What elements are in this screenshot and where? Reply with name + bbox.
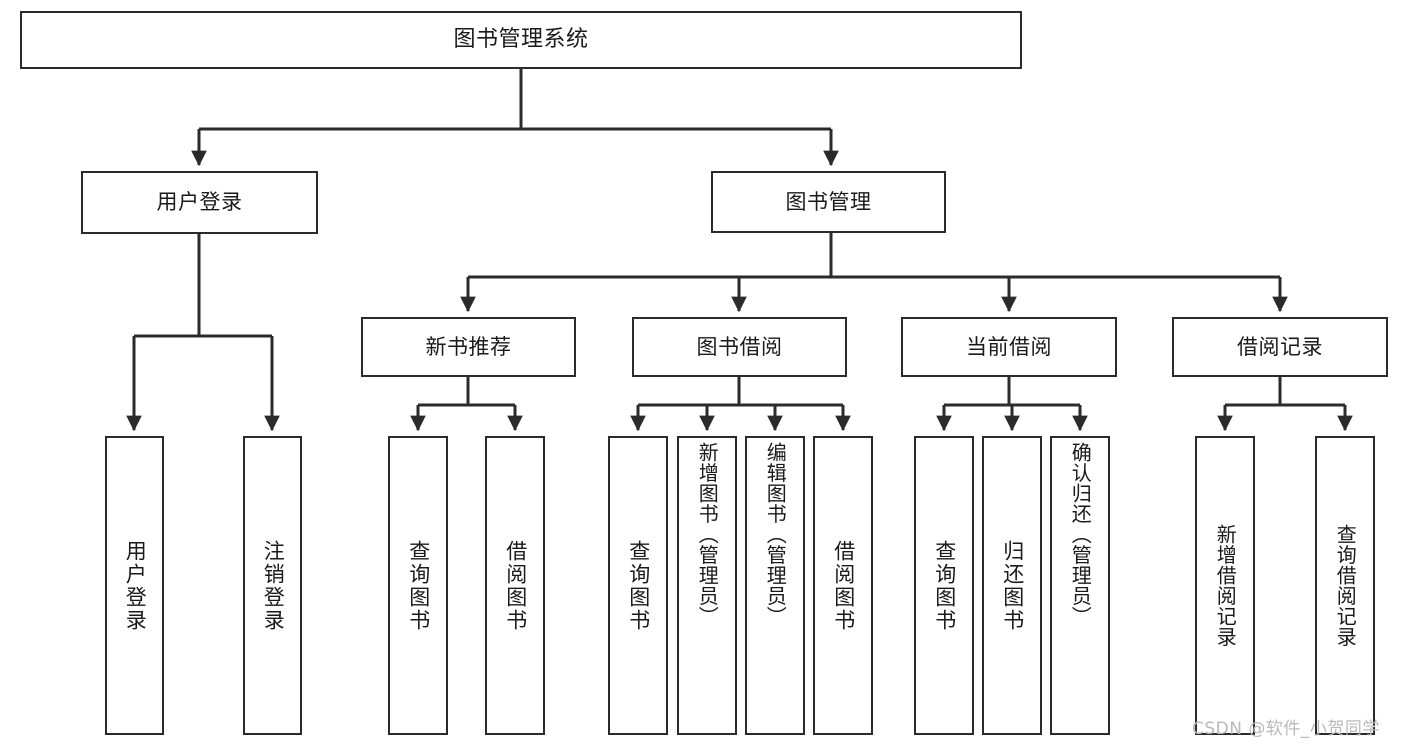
node-label: 图书借阅 [696,334,783,359]
leaf-query-borrow-record[interactable]: 查询借阅记录 [1315,436,1375,735]
leaf-add-book-admin[interactable]: 新增图书（管理员） [677,436,737,735]
leaf-borrow-book-recommendation[interactable]: 借阅图书 [485,436,545,735]
node-label: 当前借阅 [966,334,1052,359]
node-root-system[interactable]: 图书管理系统 [20,11,1022,69]
leaf-borrow-book-borrowing[interactable]: 借阅图书 [813,436,873,735]
node-label: 新增图书（管理员） [695,442,720,627]
node-current-borrowing[interactable]: 当前借阅 [901,317,1117,377]
leaf-logout[interactable]: 注销登录 [243,436,302,735]
node-label: 注销登录 [261,539,286,632]
leaf-query-book-recommendation[interactable]: 查询图书 [388,436,448,735]
node-label: 新书推荐 [425,334,512,359]
node-book-management[interactable]: 图书管理 [711,171,946,233]
node-user-login[interactable]: 用户登录 [81,171,318,234]
leaf-user-login[interactable]: 用户登录 [105,436,164,735]
node-label: 确认归还（管理员） [1068,442,1093,627]
node-label: 用户登录 [156,190,243,215]
leaf-edit-book-admin[interactable]: 编辑图书（管理员） [745,436,805,735]
node-label: 借阅图书 [831,539,856,632]
node-label: 编辑图书（管理员） [763,442,788,627]
node-new-book-recommendation[interactable]: 新书推荐 [361,317,576,377]
leaf-return-book[interactable]: 归还图书 [982,436,1042,735]
node-label: 借阅记录 [1237,334,1323,359]
leaf-query-book-current[interactable]: 查询图书 [914,436,974,735]
node-label: 查询图书 [932,539,957,632]
node-label: 查询图书 [406,539,431,632]
node-label: 图书管理系统 [453,27,589,53]
node-label: 归还图书 [1000,539,1025,632]
node-label: 查询借阅记录 [1333,524,1358,647]
node-book-borrowing[interactable]: 图书借阅 [632,317,847,377]
leaf-add-borrow-record[interactable]: 新增借阅记录 [1195,436,1255,735]
leaf-confirm-return-admin[interactable]: 确认归还（管理员） [1050,436,1110,735]
leaf-query-book-borrowing[interactable]: 查询图书 [608,436,668,735]
node-label: 新增借阅记录 [1213,524,1238,647]
node-label: 用户登录 [123,539,148,632]
csdn-watermark: CSDN @软件_小贺同学 [1192,719,1380,739]
node-label: 查询图书 [626,539,651,632]
node-label: 图书管理 [785,189,872,214]
node-label: 借阅图书 [503,539,528,632]
node-borrowing-record[interactable]: 借阅记录 [1172,317,1388,377]
